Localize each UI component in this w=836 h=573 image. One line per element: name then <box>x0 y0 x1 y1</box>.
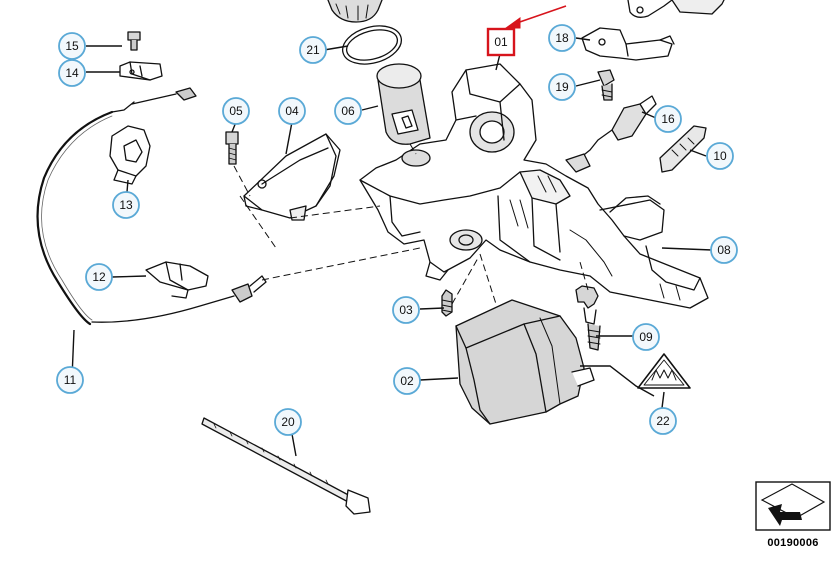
callout-21[interactable]: 21 <box>299 36 327 64</box>
callout-circle <box>278 97 306 125</box>
callout-circle <box>393 367 421 395</box>
callout-15[interactable]: 15 <box>58 32 86 60</box>
callout-label: 02 <box>400 374 414 388</box>
callout-circle <box>58 59 86 87</box>
callout-label: 14 <box>65 66 79 80</box>
callout-22[interactable]: 22 <box>649 407 677 435</box>
small-bolt-part <box>127 31 141 51</box>
callout-label: 15 <box>65 39 79 53</box>
callout-label: 03 <box>399 303 413 317</box>
callout-label: 20 <box>281 415 295 429</box>
callout-12[interactable]: 12 <box>85 263 113 291</box>
callout-14[interactable]: 14 <box>58 59 86 87</box>
callout-16[interactable]: 16 <box>654 105 682 133</box>
sensor-part <box>565 95 657 173</box>
callout-label: 08 <box>717 243 731 257</box>
reference-box: 00190006 <box>755 481 831 549</box>
callout-19[interactable]: 19 <box>548 73 576 101</box>
warning-label-part <box>637 353 691 389</box>
callout-label: 19 <box>555 80 569 94</box>
callout-label: 11 <box>64 373 77 387</box>
callout-label: 13 <box>119 198 133 212</box>
callout-circle <box>222 97 250 125</box>
callout-circle <box>632 323 660 351</box>
cable-tie-part <box>201 417 371 515</box>
callout-06[interactable]: 06 <box>334 97 362 125</box>
callout-circle <box>58 32 86 60</box>
callout-circle <box>654 105 682 133</box>
callout-11[interactable]: 11 <box>56 366 84 394</box>
callout-label: 18 <box>555 31 569 45</box>
callout-label: 06 <box>341 104 355 118</box>
callout-20[interactable]: 20 <box>274 408 302 436</box>
lock-cylinder-part <box>376 63 431 145</box>
callout-05[interactable]: 05 <box>222 97 250 125</box>
callout-circle <box>392 296 420 324</box>
callout-circle <box>706 142 734 170</box>
callout-circle <box>85 263 113 291</box>
highlight-arrow <box>504 5 567 29</box>
highlight-box <box>486 27 516 57</box>
callout-10[interactable]: 10 <box>706 142 734 170</box>
callout-09[interactable]: 09 <box>632 323 660 351</box>
callout-label: 12 <box>92 270 106 284</box>
sensor-pin-part <box>659 125 707 173</box>
callout-08[interactable]: 08 <box>710 236 738 264</box>
ignition-switch-part <box>455 299 595 425</box>
callout-label: 16 <box>661 112 675 126</box>
callout-circle <box>548 24 576 52</box>
callout-circle <box>112 191 140 219</box>
callout-label: 10 <box>713 149 727 163</box>
callout-circle <box>710 236 738 264</box>
o-ring-part <box>342 25 402 65</box>
callout-label: 09 <box>639 330 653 344</box>
cable-holder-part <box>109 125 151 185</box>
callout-03[interactable]: 03 <box>392 296 420 324</box>
callout-circle <box>274 408 302 436</box>
small-screw-part <box>441 289 453 317</box>
callout-circle <box>649 407 677 435</box>
callout-circle <box>334 97 362 125</box>
trim-cover-part <box>243 133 341 221</box>
fastener-part <box>575 285 601 351</box>
callout-label: 22 <box>656 414 670 428</box>
cable-clamp-part <box>145 261 209 299</box>
callout-circle <box>56 366 84 394</box>
callout-label: 04 <box>285 104 299 118</box>
screw-part <box>597 69 615 101</box>
bowden-cable-part <box>36 87 267 326</box>
callout-02[interactable]: 02 <box>393 367 421 395</box>
callout-circle <box>299 36 327 64</box>
top-right-bracket <box>627 0 725 18</box>
callout-label: 01 <box>494 35 508 49</box>
reference-code: 00190006 <box>767 537 818 549</box>
steering-lock-housing <box>359 63 709 309</box>
callout-01[interactable]: 01 <box>486 27 516 57</box>
mounting-bracket-part <box>581 27 675 61</box>
top-gear-part <box>327 0 383 23</box>
callout-18[interactable]: 18 <box>548 24 576 52</box>
callout-13[interactable]: 13 <box>112 191 140 219</box>
bolt-part <box>225 131 239 165</box>
callout-circle <box>548 73 576 101</box>
callout-label: 21 <box>306 43 320 57</box>
cable-clip-part <box>119 61 163 81</box>
callout-04[interactable]: 04 <box>278 97 306 125</box>
callout-label: 05 <box>229 104 243 118</box>
